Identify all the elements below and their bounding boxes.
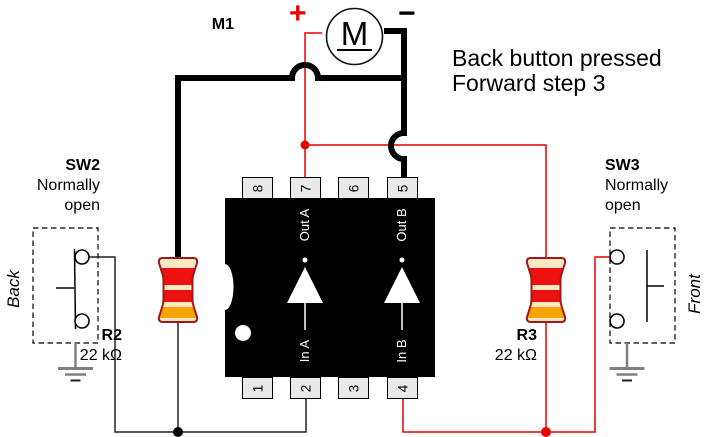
amp-a-out-label: Out A	[297, 208, 312, 242]
switch-sw3	[609, 227, 676, 382]
amp-a-in-label: In A	[297, 339, 312, 363]
amp-b-output-dot	[399, 257, 405, 263]
chip-notch	[216, 264, 234, 310]
r2-name: R2	[101, 327, 122, 344]
junction-dot-red-top	[300, 140, 310, 150]
r3-band-3	[526, 307, 566, 318]
pin-5: 5	[387, 177, 418, 199]
pin-6: 6	[338, 177, 369, 199]
path-motor-minus-to-pin5	[384, 28, 407, 181]
r3-label-block: R3 22 kΩ	[457, 326, 537, 365]
amp-a-triangle	[287, 267, 323, 303]
pin1-marker-dot	[235, 325, 251, 341]
r3-name: R3	[516, 327, 537, 344]
sw3-state: Normally open	[605, 177, 669, 214]
sw2-contact-top	[74, 249, 90, 265]
amp-b-triangle	[384, 267, 420, 303]
sw2-contact-bottom	[74, 313, 90, 329]
pin-1: 1	[242, 377, 273, 399]
sw3-ground-symbol	[609, 343, 645, 382]
junction-dot-red-bottom	[541, 427, 551, 437]
wire-junction-to-r3-top	[305, 144, 547, 262]
amp-b-in-label: In B	[394, 339, 409, 363]
resistor-r2	[157, 257, 199, 323]
r3-outline	[525, 257, 567, 323]
wire-pin4-to-sw3	[402, 256, 612, 433]
junction-dot-black-bottom	[173, 427, 183, 437]
pin-4: 4	[387, 377, 418, 399]
sw3-contact-bottom	[609, 313, 625, 329]
wire-motor-plus-to-pin7	[304, 32, 322, 180]
back-direction-label: Back	[4, 270, 23, 308]
front-direction-label: Front	[685, 274, 704, 314]
amp-a-output-dot	[302, 257, 308, 263]
black-wires	[88, 256, 307, 433]
r2-label-block: R2 22 kΩ	[42, 326, 122, 365]
r2-band-2	[158, 290, 198, 302]
r2-band-3	[158, 307, 198, 318]
sw2-name: SW2	[65, 157, 100, 174]
motor-symbol: M	[337, 16, 372, 52]
sw2-label-block: SW2 Normally open	[0, 156, 100, 216]
resistor-r3	[525, 257, 567, 323]
motor-ref-label: M1	[211, 16, 234, 33]
switch-sw2	[32, 227, 99, 382]
sw2-ground-symbol	[58, 343, 93, 382]
highlighted-current-path	[175, 28, 407, 262]
r3-band-1	[526, 268, 566, 285]
pin-8: 8	[242, 177, 273, 199]
ic-chip	[216, 198, 435, 377]
amp-b-out-label: Out B	[394, 208, 409, 242]
pin-7: 7	[290, 177, 321, 199]
r3-band-2	[526, 290, 566, 302]
pin-2: 2	[290, 377, 321, 399]
sw3-dashed-box	[609, 227, 676, 344]
r2-band-1	[158, 268, 198, 285]
path-branch-to-r2	[175, 62, 402, 262]
sw2-dashed-box	[32, 227, 99, 344]
r3-value: 22 kΩ	[494, 347, 537, 364]
r2-value: 22 kΩ	[79, 347, 122, 364]
pin-3: 3	[338, 377, 369, 399]
sw3-label-block: SW3 Normally open	[605, 156, 705, 216]
sw3-name: SW3	[605, 157, 640, 174]
sw2-blade	[73, 248, 77, 330]
motor-minus-sign: −	[398, 0, 416, 30]
sw2-state: Normally open	[36, 177, 100, 214]
red-wires	[304, 32, 612, 433]
annotation-line-1: Back button pressed	[452, 45, 662, 71]
annotation-line-2: Forward step 3	[452, 70, 606, 96]
sw3-contact-top	[609, 249, 625, 265]
motor-plus-sign: +	[289, 0, 307, 30]
wire-sw2-to-pin2	[88, 256, 307, 433]
r2-outline	[157, 257, 199, 323]
